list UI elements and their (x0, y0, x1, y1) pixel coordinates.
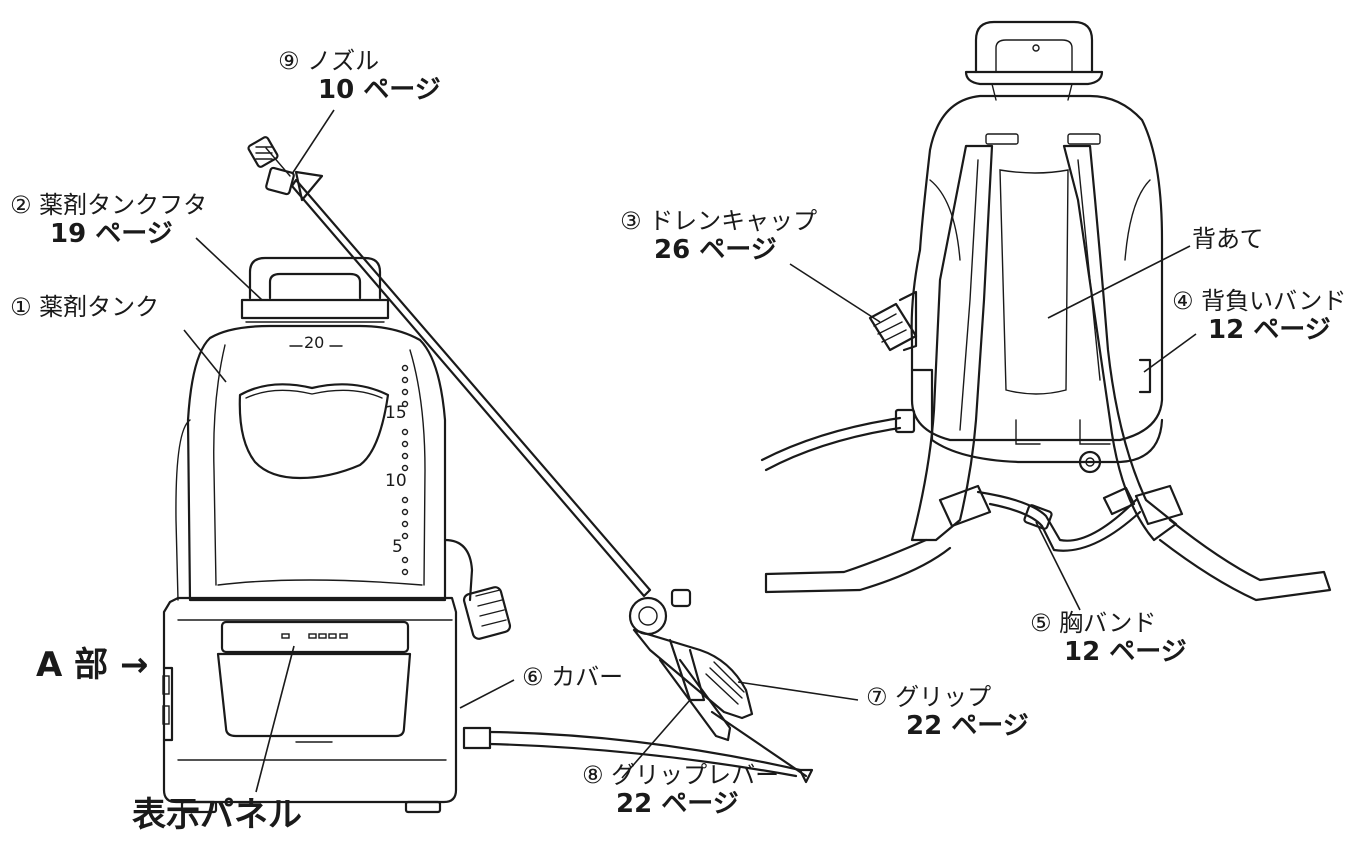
hose-drawing (462, 726, 814, 784)
label-drain-cap-page: 26 ページ (654, 234, 777, 265)
grip-drawing (628, 588, 808, 778)
label-cover: ⑥ カバー (522, 663, 624, 692)
label-tank-cap-name: ② 薬剤タンクフタ (10, 191, 208, 219)
label-display-panel: 表示パネル (132, 795, 302, 835)
scale-marking-5: 5 (392, 537, 403, 557)
tank-cap-drawing (240, 256, 390, 323)
scale-marking-15: 15 (385, 403, 407, 423)
label-tank-cap-page: 19 ページ (50, 218, 173, 249)
label-cover-name: ⑥ カバー (522, 663, 624, 691)
capacity-marking: 20 (304, 333, 325, 352)
label-grip-page: 22 ページ (906, 710, 1029, 741)
leader-lines (183, 109, 1197, 793)
label-grip-lever-name: ⑧ グリップレバー (582, 761, 780, 789)
label-nozzle: ⑨ ノズル 10 ページ (278, 47, 441, 105)
leader-drain-cap (789, 263, 881, 323)
leader-back-pad (1047, 245, 1191, 319)
leader-grip (737, 681, 859, 701)
label-grip-name: ⑦ グリップ (866, 683, 992, 711)
leader-display (255, 645, 295, 793)
scale-marking-10: 10 (385, 471, 407, 491)
label-chest-band: ⑤ 胸バンド 12 ページ (1030, 609, 1187, 667)
label-tank-name: ① 薬剤タンク (10, 293, 160, 321)
front-drain-cap-drawing (443, 538, 512, 640)
label-tank-cap: ② 薬剤タンクフタ 19 ページ (10, 191, 208, 249)
tank-body-drawing (175, 324, 447, 602)
label-shoulder-band-name: ④ 背負いバンド (1172, 287, 1347, 315)
base-unit-drawing (162, 596, 458, 814)
label-grip: ⑦ グリップ 22 ページ (866, 683, 1029, 741)
label-part-a: A 部 → (36, 645, 149, 685)
label-shoulder-band: ④ 背負いバンド 12 ページ (1172, 287, 1347, 345)
leader-chest-band (1035, 521, 1081, 611)
scale-ticks (401, 364, 409, 576)
leader-tank (183, 329, 227, 383)
label-nozzle-name: ⑨ ノズル (278, 47, 380, 75)
back-view-drawing (760, 20, 1332, 602)
label-grip-lever-page: 22 ページ (616, 788, 739, 819)
label-back-pad: 背あて (1192, 225, 1264, 254)
label-back-pad-name: 背あて (1192, 225, 1264, 253)
label-drain-cap: ③ ドレンキャップ 26 ページ (620, 207, 818, 265)
wand-drawing (247, 136, 652, 598)
leader-tank-cap (195, 237, 263, 301)
label-shoulder-band-page: 12 ページ (1208, 314, 1331, 345)
label-grip-lever: ⑧ グリップレバー 22 ページ (582, 761, 780, 819)
label-chest-band-name: ⑤ 胸バンド (1030, 609, 1157, 637)
label-tank: ① 薬剤タンク (10, 293, 160, 322)
leader-grip-lever (621, 699, 691, 779)
label-drain-cap-name: ③ ドレンキャップ (620, 207, 818, 235)
leader-cover (459, 679, 515, 709)
label-nozzle-page: 10 ページ (318, 74, 441, 105)
label-chest-band-page: 12 ページ (1064, 636, 1187, 667)
leader-nozzle (291, 109, 335, 175)
leader-shoulder-band (1143, 333, 1197, 373)
